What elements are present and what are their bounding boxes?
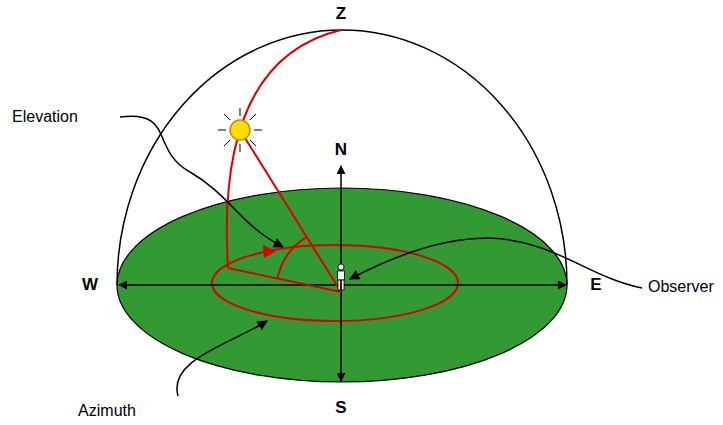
observer-figure [338,264,345,290]
callout-label: Elevation [12,108,78,126]
callout-label: Observer [648,278,714,296]
east-axis [341,284,566,286]
sun-meridian [227,30,341,268]
sun-symbol [218,108,262,152]
elevation-arc [277,237,306,279]
compass-label: E [590,276,601,295]
compass-label: W [82,276,98,295]
elevation-leader [120,116,283,247]
callout-label: Azimuth [78,402,136,420]
ground-projection [228,268,341,292]
compass-label: S [335,399,346,418]
azimuth-arrowhead [263,245,276,258]
sky-dome [117,30,567,285]
ground-disc [117,188,567,382]
compass-label: N [335,141,347,160]
azimuth-leader [177,321,267,396]
south-axis [340,285,342,381]
sun-ray [240,130,341,292]
zenith-label: Z [336,5,346,24]
